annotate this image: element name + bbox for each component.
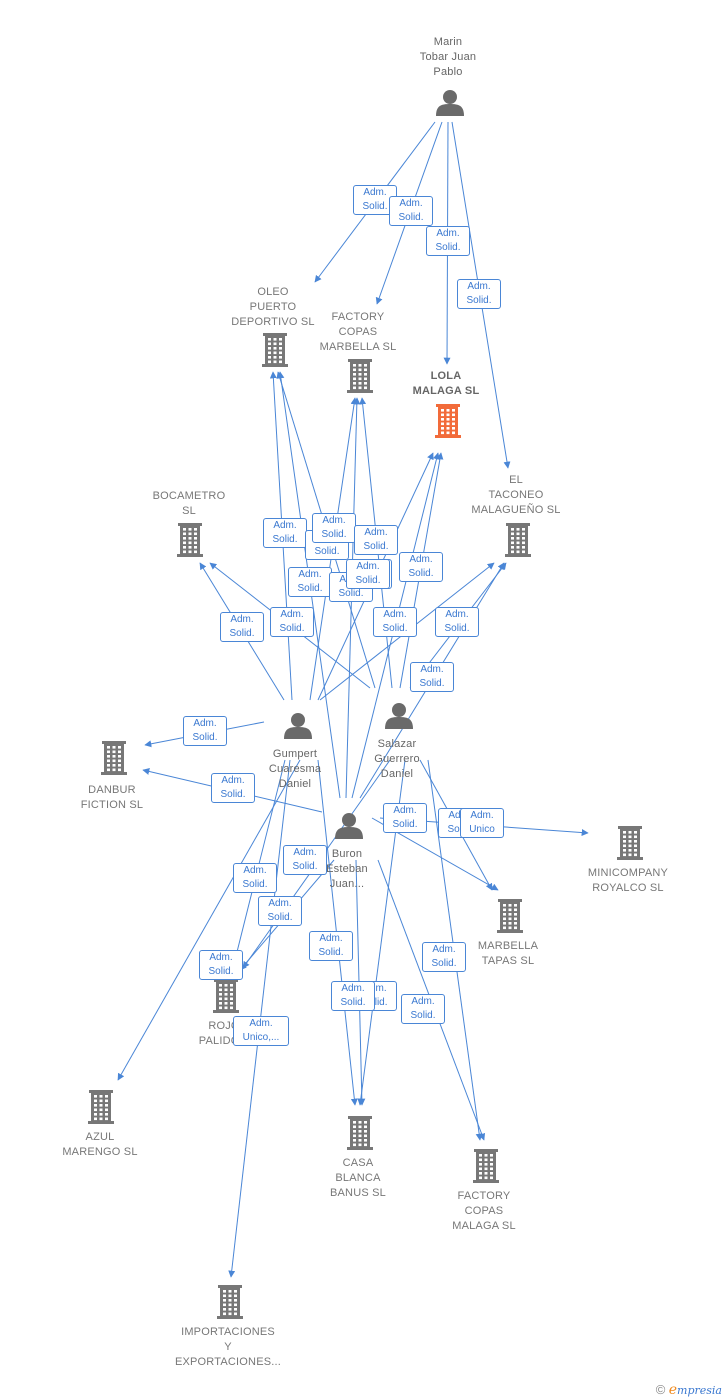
building-icon-factory_marbella[interactable] <box>347 359 373 393</box>
node-label-factory_malaga[interactable]: FACTORY COPAS MALAGA SL <box>452 1190 516 1232</box>
icons-layer <box>88 90 643 1319</box>
edge-label-salazar-to-factory_marbella[interactable]: Adm. Solid. <box>354 525 398 555</box>
edge-label-marin-to-lola[interactable]: Adm. Solid. <box>426 226 470 256</box>
edge-label-marin-to-factory_marbella[interactable]: Adm. Solid. <box>389 196 433 226</box>
node-label-azul[interactable]: AZUL MARENGO SL <box>62 1131 138 1158</box>
edge-label-gumpert-to-taconeo[interactable]: Adm. Solid. <box>435 607 479 637</box>
edge-label-gumpert-to-bocametro[interactable]: Adm. Solid. <box>220 612 264 642</box>
brand-initial: e <box>668 1382 678 1398</box>
building-icon-taconeo[interactable] <box>505 523 531 557</box>
person-icon-marin[interactable] <box>436 90 464 116</box>
building-icon-importaciones[interactable] <box>217 1285 243 1319</box>
building-icon-danbur[interactable] <box>101 741 127 775</box>
building-icon-azul[interactable] <box>88 1090 114 1124</box>
edge-label-buron-to-minicompany[interactable]: Adm. Unico <box>460 808 504 838</box>
node-label-factory_marbella[interactable]: FACTORY COPAS MARBELLA SL <box>319 311 397 353</box>
node-label-minicompany[interactable]: MINICOMPANY ROYALCO SL <box>587 867 669 894</box>
copyright-symbol: © <box>655 1382 666 1397</box>
node-label-oleo[interactable]: OLEO PUERTO DEPORTIVO SL <box>231 286 315 328</box>
edge-label-gumpert-to-danbur[interactable]: Adm. Solid. <box>183 716 227 746</box>
node-label-importaciones[interactable]: IMPORTACIONES Y EXPORTACIONES... <box>174 1326 282 1368</box>
edges-layer <box>117 121 589 1278</box>
person-icon-buron[interactable] <box>335 813 363 839</box>
edge-label-buron-to-taconeo[interactable]: Adm. Solid. <box>373 607 417 637</box>
empresia-logo[interactable]: © empresia <box>656 1382 722 1398</box>
edge-label-buron-to-lola[interactable]: Adm. Solid. <box>346 559 390 589</box>
building-icon-casa_blanca[interactable] <box>347 1116 373 1150</box>
node-label-marin[interactable]: Marin Tobar Juan Pablo <box>419 36 477 78</box>
edge-label-gumpert-to-azul[interactable]: Adm. Solid. <box>199 950 243 980</box>
edge-label-salazar-to-rojo[interactable]: Adm. Solid. <box>258 896 302 926</box>
edge-label-gumpert-to-importaciones[interactable]: Adm. Unico,... <box>233 1016 289 1046</box>
edge-label-buron-to-danbur[interactable]: Adm. Solid. <box>211 773 255 803</box>
edge-label-marin-to-taconeo[interactable]: Adm. Solid. <box>457 279 501 309</box>
edge-gumpert-to-azul <box>117 759 301 1081</box>
building-icon-factory_malaga[interactable] <box>473 1149 499 1183</box>
building-icon-rojo[interactable] <box>213 979 239 1013</box>
person-icon-salazar[interactable] <box>385 703 413 729</box>
edge-label-gumpert-to-oleo[interactable]: Adm. Solid. <box>263 518 307 548</box>
node-label-gumpert[interactable]: Gumpert Cuaresma Daniel <box>268 748 322 790</box>
node-label-salazar[interactable]: Salazar Guerrero Daniel <box>374 738 420 780</box>
building-icon-oleo[interactable] <box>262 333 288 367</box>
brand-name: mpresia <box>677 1384 722 1397</box>
edge-label-buron-to-marbella_tapas[interactable]: Adm. Solid. <box>383 803 427 833</box>
edge-label-salazar-to-taconeo[interactable]: Adm. Solid. <box>410 662 454 692</box>
building-icon-lola[interactable] <box>435 404 461 438</box>
edge-label-buron-to-factory_malaga[interactable]: Adm. Solid. <box>401 994 445 1024</box>
edge-label-buron-to-oleo[interactable]: Adm. Solid. <box>288 567 332 597</box>
node-label-taconeo[interactable]: EL TACONEO MALAGUEÑO SL <box>471 474 561 516</box>
building-icon-minicompany[interactable] <box>617 826 643 860</box>
edge-label-salazar-to-oleo[interactable]: Adm. Solid. <box>312 513 356 543</box>
edge-label-salazar-to-lola[interactable]: Adm. Solid. <box>399 552 443 582</box>
edge-label-gumpert-to-rojo[interactable]: Adm. Solid. <box>233 863 277 893</box>
node-label-lola[interactable]: LOLA MALAGA SL <box>412 370 480 397</box>
edge-label-gumpert-to-casa_blanca[interactable]: Adm. Solid. <box>309 931 353 961</box>
node-label-danbur[interactable]: DANBUR FICTION SL <box>80 784 144 811</box>
node-label-bocametro[interactable]: BOCAMETRO SL <box>152 490 226 517</box>
node-label-casa_blanca[interactable]: CASA BLANCA BANUS SL <box>329 1157 386 1199</box>
building-icon-bocametro[interactable] <box>177 523 203 557</box>
building-icon-marbella_tapas[interactable] <box>497 899 523 933</box>
edge-label-buron-to-rojo[interactable]: Adm. Solid. <box>283 845 327 875</box>
edge-label-salazar-to-factory_malaga[interactable]: Adm. Solid. <box>422 942 466 972</box>
node-label-buron[interactable]: Buron Esteban Juan... <box>326 848 368 890</box>
node-label-marbella_tapas[interactable]: MARBELLA TAPAS SL <box>477 940 539 967</box>
person-icon-gumpert[interactable] <box>284 713 312 739</box>
edge-label-salazar-to-bocametro[interactable]: Adm. Solid. <box>270 607 314 637</box>
edge-label-buron-to-casa_blanca[interactable]: Adm. Solid. <box>331 981 375 1011</box>
